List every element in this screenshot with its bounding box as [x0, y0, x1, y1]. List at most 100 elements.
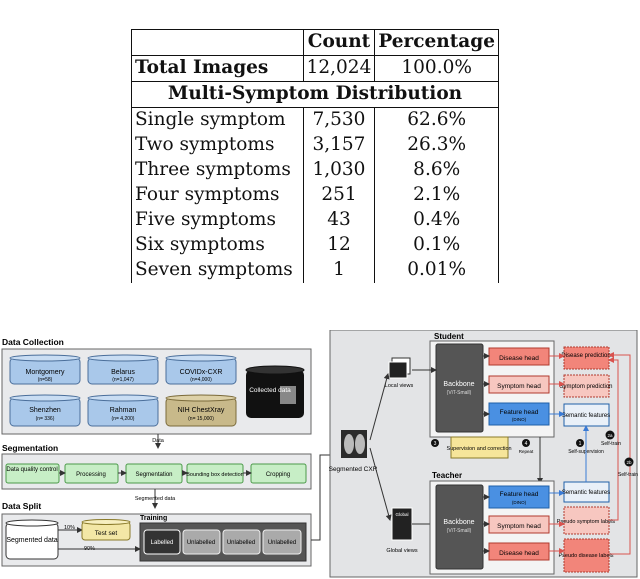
row-label: Seven symptoms [131, 258, 304, 283]
student-backbone: Backbone (ViT-Small) [435, 343, 484, 433]
step-number: 4 [525, 441, 528, 447]
step-badge: 3 [431, 439, 439, 447]
dataset-count: (n=58) [38, 377, 53, 383]
dataset-name: Rahman [110, 407, 137, 414]
segmentation-step: Cropping [250, 463, 307, 484]
step-label: Bounding box detection [186, 472, 244, 478]
teacher-feature-head: Feature head(DINO) [488, 485, 550, 509]
head-label: Feature head [500, 409, 539, 416]
pipeline-figure: Data Collection Montgomery (n=58) Belaru… [0, 330, 640, 579]
table-header-row: Count Percentage [131, 29, 499, 56]
row-label: Three symptoms [131, 158, 304, 183]
dataset-count: (n= 4,200) [112, 416, 135, 422]
supervision-box: Supervision and correction [446, 436, 512, 459]
head-label: Disease head [499, 355, 539, 362]
header-count: Count [302, 29, 376, 56]
row-label: Single symptom [131, 107, 304, 133]
head-label: Disease head [499, 550, 539, 557]
backbone-label: Backbone [443, 381, 474, 388]
row-pct: 0.01% [374, 258, 499, 283]
header-blank [131, 29, 304, 56]
training-title: Training [140, 515, 167, 522]
backbone-label: Backbone [443, 519, 474, 526]
section-label: Multi-Symptom Distribution [131, 81, 499, 108]
segmented-data-label: Segmented data [6, 537, 57, 544]
row-count: 43 [302, 208, 376, 233]
segmentation-step: Data quality control [5, 463, 60, 484]
head-label: Symptom head [497, 383, 541, 390]
data-collection-title: Data Collection [2, 337, 64, 347]
step-label: Cropping [266, 472, 290, 478]
head-label: Symptom head [497, 523, 541, 530]
row-count: 1,030 [302, 158, 376, 183]
step-number: 1 [579, 441, 582, 447]
row-label: Five symptoms [131, 208, 304, 233]
head-sub: (DINO) [512, 417, 527, 422]
symptom-distribution-table: Count Percentage Total Images 12,024 100… [131, 29, 499, 283]
row-label: Six symptoms [131, 233, 304, 258]
segmented-cxr-label: Segmented CXR [329, 466, 378, 473]
dataset-cylinder: Belarus (n=1,047) [87, 354, 159, 385]
student-disease-head: Disease head [488, 347, 550, 366]
total-count: 12,024 [302, 55, 376, 82]
teacher-disease-head: Disease head [488, 542, 550, 561]
dataset-count: (n= 336) [36, 416, 55, 422]
table-total-row: Total Images 12,024 100.0% [131, 55, 499, 82]
row-pct: 0.1% [374, 233, 499, 258]
student-title: Student [434, 332, 464, 341]
test-set-cylinder: Test set [81, 519, 131, 541]
labelled-label: Labelled [151, 540, 174, 546]
semantic-features-box-student: Semantic features [562, 403, 610, 427]
segmented-data-cylinder: Segmented data [5, 519, 59, 560]
total-label: Total Images [131, 55, 304, 82]
semantic-features-box-teacher: Semantic features [562, 481, 610, 503]
unlabelled-label: Unlabelled [187, 540, 215, 546]
segmented-cxr: Segmented CXR [329, 430, 378, 473]
output-label: Disease prediction [561, 353, 610, 359]
dataset-name: Montgomery [26, 369, 65, 376]
row-label: Two symptoms [131, 133, 304, 158]
dataset-name: Shenzhen [29, 407, 61, 414]
step-number: 3 [434, 441, 437, 447]
test-set-label: Test set [95, 530, 118, 537]
dataset-cylinder: Rahman (n= 4,200) [87, 394, 159, 427]
output-label: Semantic features [562, 413, 610, 419]
row-pct: 26.3% [374, 133, 499, 158]
unlabelled-label: Unlabelled [268, 540, 296, 546]
row-count: 7,530 [302, 107, 376, 133]
symptom-prediction-box: Symptom prediction [559, 374, 613, 398]
step-badge: 2a [605, 430, 615, 440]
data-split-title: Data Split [2, 501, 41, 511]
step-badge: 1 [576, 439, 584, 447]
collected-data-cylinder: Collected data [245, 365, 305, 418]
global-tag: Global [395, 512, 408, 517]
row-pct: 8.6% [374, 158, 499, 183]
head-label: Feature head [500, 491, 539, 498]
step-label: Processing [76, 472, 106, 478]
repeat-label: Repeat [519, 449, 534, 454]
disease-prediction-box: Disease prediction [561, 346, 611, 370]
segmentation-step: Processing [64, 463, 119, 484]
step-number: 2b [626, 460, 632, 465]
pct-test: 10% [64, 525, 75, 531]
collected-data-label: Collected data [249, 387, 291, 394]
row-pct: 2.1% [374, 183, 499, 208]
row-count: 251 [302, 183, 376, 208]
data-arrow-label: Data [152, 438, 165, 444]
dataset-cylinder: COVIDx-CXR (n=4,000) [165, 354, 237, 385]
supervision-label: Supervision and correction [446, 446, 511, 452]
step-badge: 4 [522, 439, 530, 447]
output-label: Semantic features [562, 490, 610, 496]
table-section-row: Multi-Symptom Distribution [131, 81, 499, 108]
teacher-backbone: Backbone (ViT-Small) [435, 484, 484, 570]
row-count: 3,157 [302, 133, 376, 158]
dataset-cylinder: NIH ChestXray (n= 15,000) [165, 394, 237, 427]
segmentation-step: Segmentation [125, 463, 183, 484]
row-pct: 0.4% [374, 208, 499, 233]
output-label: Pseudo disease labels [558, 553, 613, 559]
